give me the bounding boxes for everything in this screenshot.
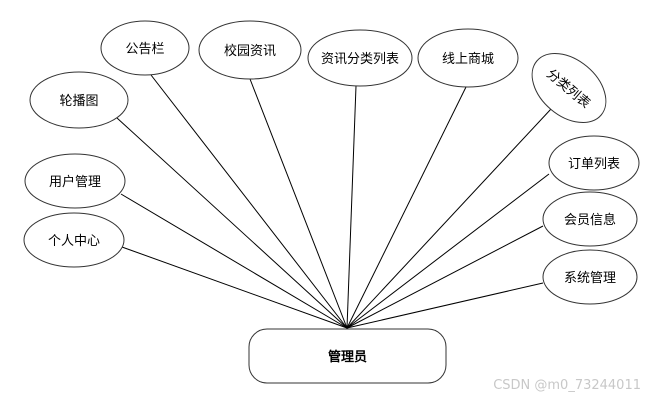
attribute-online-mall: 线上商城 (417, 28, 519, 88)
connector-line (346, 225, 544, 329)
attribute-label: 用户管理 (49, 174, 101, 190)
root-entity-admin: 管理员 (248, 328, 447, 384)
connector-line (346, 108, 552, 329)
attribute-order-list: 订单列表 (548, 135, 640, 191)
connector-line (150, 74, 348, 329)
attribute-label: 订单列表 (568, 157, 620, 172)
connectors (116, 74, 552, 329)
attribute-label: 校园资讯 (224, 43, 276, 59)
root-label: 管理员 (328, 349, 367, 365)
attribute-notice: 公告栏 (100, 20, 190, 76)
attribute-label: 会员信息 (564, 212, 616, 228)
connector-line (346, 85, 357, 329)
attribute-label: 轮播图 (59, 94, 98, 109)
connector-line (121, 246, 348, 329)
connector-line (346, 86, 467, 329)
attribute-campus-news: 校园资讯 (198, 20, 302, 80)
attribute-label: 资讯分类列表 (321, 52, 399, 67)
connector-line (346, 282, 544, 329)
connector-line (249, 78, 348, 329)
attribute-personal-center: 个人中心 (23, 212, 125, 268)
attribute-banner: 轮播图 (29, 71, 129, 129)
connector-line (346, 173, 550, 329)
connector-line (120, 193, 348, 329)
connector-line (116, 117, 348, 329)
attribute-user-mgmt: 用户管理 (24, 153, 126, 209)
attribute-system-mgmt: 系统管理 (542, 249, 638, 305)
watermark: CSDN @m0_73244011 (493, 378, 641, 393)
attribute-label: 个人中心 (48, 234, 100, 249)
attribute-news-category: 资讯分类列表 (307, 29, 413, 87)
attribute-label: 公告栏 (125, 42, 164, 57)
attribute-label: 线上商城 (442, 52, 494, 67)
attribute-label: 系统管理 (564, 271, 616, 286)
attribute-category-list: 分类列表 (531, 53, 607, 123)
attribute-member-info: 会员信息 (542, 191, 638, 247)
